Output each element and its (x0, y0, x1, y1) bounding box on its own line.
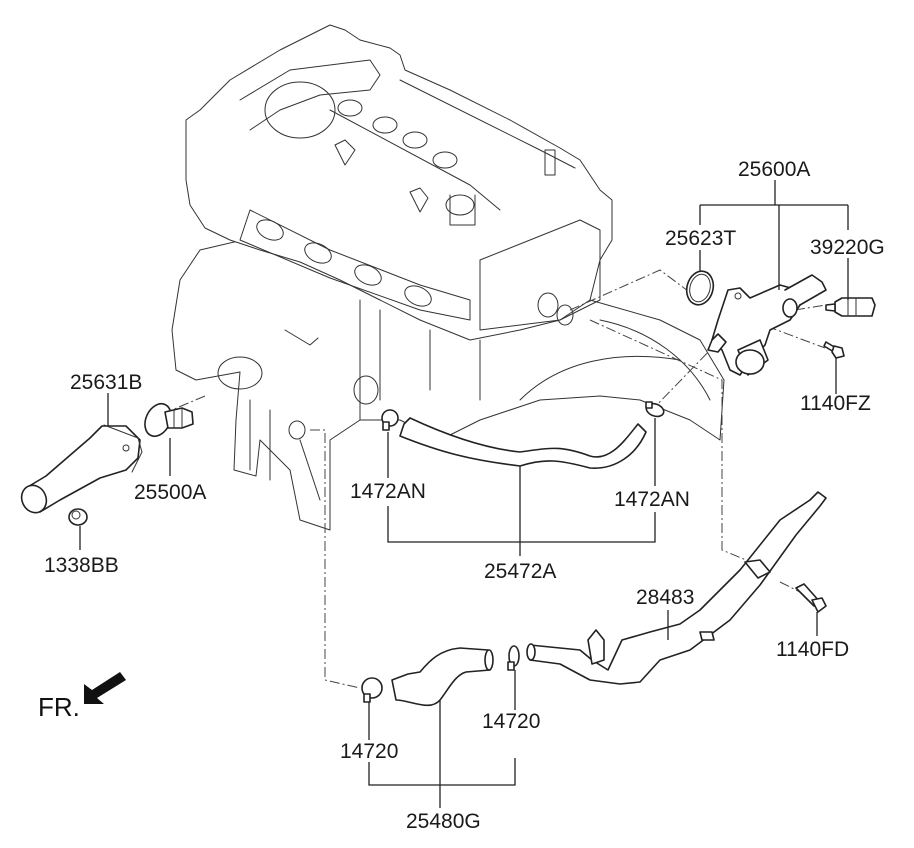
part-1140FD-bolt[interactable] (795, 583, 827, 613)
label-25623T[interactable]: 25623T (665, 227, 736, 250)
engine-block (171, 24, 725, 531)
part-39220G-temperature-sensor[interactable] (825, 297, 876, 317)
label-25631B[interactable]: 25631B (70, 371, 142, 394)
label-25472A[interactable]: 25472A (484, 560, 556, 583)
part-28483-coolant-pipe[interactable] (526, 491, 827, 685)
label-14720-left[interactable]: 14720 (340, 740, 398, 763)
label-1472AN-right[interactable]: 1472AN (614, 488, 690, 511)
part-1472AN-clamp-left[interactable] (381, 409, 399, 431)
part-25500A-thermostat[interactable] (140, 400, 194, 441)
part-25631B-inlet-fitting[interactable] (17, 424, 143, 517)
label-25480G[interactable]: 25480G (406, 810, 481, 833)
label-14720-right[interactable]: 14720 (482, 710, 540, 733)
front-orientation-marker: FR. (38, 672, 126, 722)
part-14720-clamp-right[interactable] (507, 645, 520, 671)
part-14720-clamp-left[interactable] (361, 677, 383, 703)
part-1338BB-nut[interactable] (68, 508, 88, 526)
label-1140FZ[interactable]: 1140FZ (800, 392, 871, 415)
part-labels: 25600A 25623T 39220G 1140FZ 25631B 25500… (44, 158, 885, 833)
label-25500A[interactable]: 25500A (134, 481, 206, 504)
part-25623T-o-ring[interactable] (683, 268, 717, 308)
label-1140FD[interactable]: 1140FD (776, 638, 849, 661)
part-25480G-hose[interactable] (391, 647, 494, 707)
label-28483[interactable]: 28483 (636, 586, 694, 609)
part-25600A-outlet-fitting[interactable] (707, 274, 827, 376)
fr-label: FR. (38, 692, 80, 722)
part-1140FZ-bolt[interactable] (823, 341, 845, 359)
label-39220G[interactable]: 39220G (810, 236, 885, 259)
label-1472AN-left[interactable]: 1472AN (350, 480, 426, 503)
label-25600A[interactable]: 25600A (738, 158, 810, 181)
front-arrow-icon (84, 672, 126, 704)
leader-lines (79, 180, 849, 808)
part-25472A-hose[interactable] (399, 417, 647, 469)
part-1472AN-clamp-right[interactable] (644, 401, 665, 418)
label-1338BB[interactable]: 1338BB (44, 554, 119, 577)
